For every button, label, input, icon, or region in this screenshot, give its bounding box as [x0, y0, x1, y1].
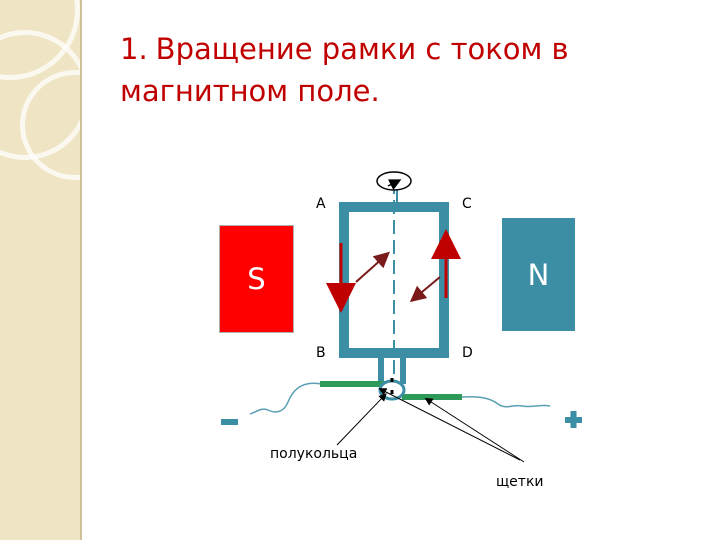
right-wire [461, 396, 551, 408]
plus-terminal-icon-vertical [570, 411, 577, 428]
frame-stem-left [378, 358, 384, 384]
label-d: D [462, 345, 473, 361]
left-wire [249, 382, 323, 415]
leader-half-rings [336, 393, 387, 446]
caption-brushes: щетки [496, 474, 544, 490]
caption-half-rings: полукольца [270, 446, 358, 462]
label-c: C [462, 196, 472, 212]
leader-brush-right [424, 397, 525, 463]
label-a: A [316, 196, 326, 212]
rotation-indicator-icon [376, 171, 412, 191]
force-arrow-right [409, 276, 441, 303]
left-brush [320, 381, 388, 387]
title-number: 1. [120, 32, 148, 66]
decorative-sidebar [0, 0, 80, 540]
title-line-1: Вращение рамки с током в [155, 32, 569, 66]
force-arrow-left [355, 251, 390, 283]
slide-title: 1.Вращение рамки с током в магнитном пол… [120, 28, 680, 112]
north-magnet: N [502, 218, 575, 331]
sidebar-divider [80, 0, 82, 540]
label-b: B [316, 345, 326, 361]
south-magnet: S [219, 225, 294, 333]
title-line-2: магнитном поле. [120, 74, 380, 108]
leader-brush-left [378, 388, 521, 461]
rotation-arrow-icon [387, 179, 402, 191]
frame-stem-right [400, 358, 406, 384]
right-brush [402, 394, 462, 400]
minus-terminal-icon [221, 419, 238, 425]
